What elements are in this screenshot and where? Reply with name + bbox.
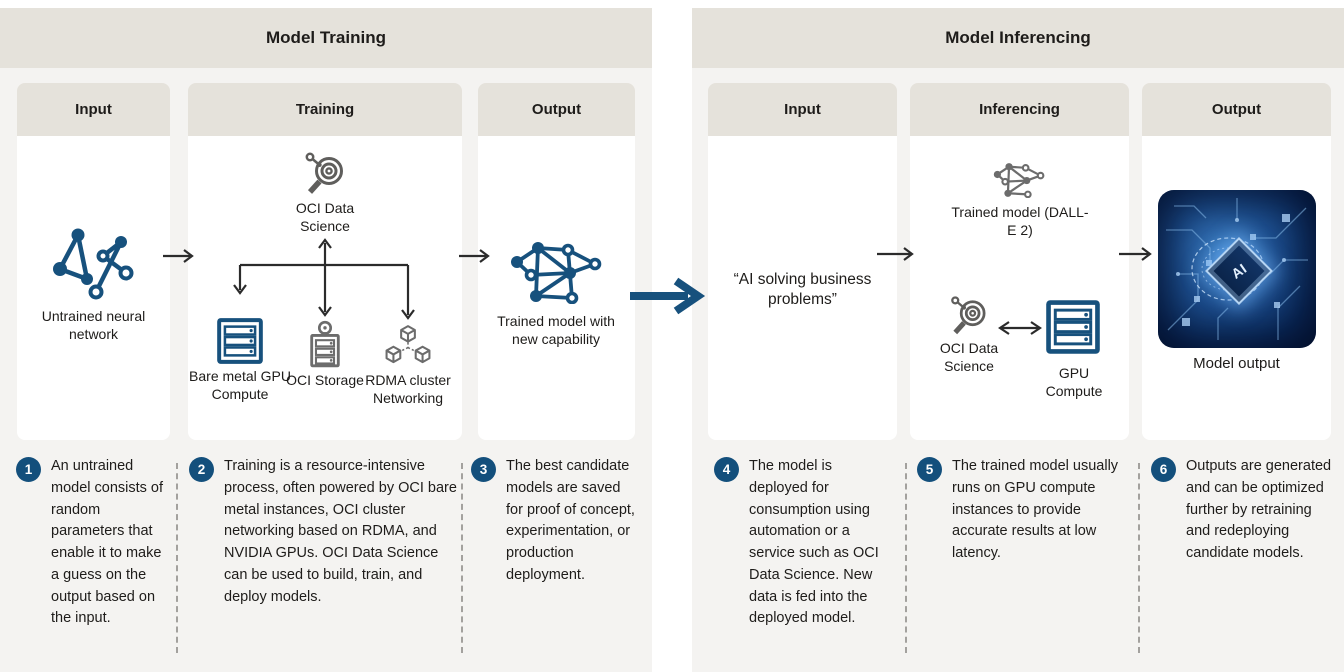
- note-divider: [905, 463, 907, 653]
- training-connector-arrows: [233, 238, 415, 320]
- note-2-badge: 2: [189, 457, 214, 482]
- section-title-inferencing: Model Inferencing: [692, 8, 1344, 68]
- card-training-training: Training OCI Data Science: [188, 83, 462, 440]
- oci-data-science-label: OCI Data Science: [939, 340, 999, 374]
- note-2-text: Training is a resource-intensive process…: [224, 458, 457, 605]
- card-body-training-output: Trained model with new capability: [478, 136, 635, 440]
- bidirectional-arrow-icon: [998, 321, 1042, 335]
- oci-storage-icon: [310, 320, 340, 368]
- panel-model-inferencing: Model Inferencing Input “AI solving busi…: [692, 8, 1344, 672]
- column-header-input: Input: [708, 83, 897, 136]
- note-2: 2 Training is a resource-intensive proce…: [189, 456, 459, 608]
- card-training-input: Input Untrained neural: [17, 83, 170, 440]
- gpu-compute-server-icon: [1046, 300, 1100, 354]
- note-5-text: The trained model usually runs on GPU co…: [952, 458, 1119, 561]
- input-prompt-text: “AI solving business problems”: [733, 271, 872, 309]
- note-6: 6 Outputs are generated and can be optim…: [1151, 456, 1333, 565]
- untrained-network-label: Untrained neural network: [41, 308, 146, 342]
- model-output-image: AI: [1158, 190, 1316, 348]
- card-body-training-input: Untrained neural network: [17, 136, 170, 440]
- bare-metal-label: Bare metal GPU Compute: [189, 368, 291, 402]
- note-3: 3 The best candidate models are saved fo…: [471, 456, 641, 587]
- column-header-training: Training: [188, 83, 462, 136]
- card-inferencing-output: Output: [1142, 83, 1331, 440]
- card-body-training-training: OCI Data Science: [188, 136, 462, 440]
- note-5: 5 The trained model usually runs on GPU …: [917, 456, 1131, 565]
- note-6-text: Outputs are generated and can be optimiz…: [1186, 458, 1332, 561]
- note-divider: [461, 463, 463, 653]
- note-1: 1 An untrained model consists of random …: [16, 456, 166, 630]
- note-4-badge: 4: [714, 457, 739, 482]
- trained-model-dalle-label: Trained model (DALL-E 2): [951, 204, 1089, 238]
- oci-data-science-icon: [305, 152, 343, 194]
- note-4: 4 The model is deployed for consumption …: [714, 456, 894, 630]
- oci-data-science-icon: [951, 296, 986, 335]
- note-1-text: An untrained model consists of random pa…: [51, 458, 164, 627]
- rdma-label: RDMA cluster Networking: [365, 372, 451, 406]
- bare-metal-server-icon: [217, 318, 263, 364]
- section-title-training: Model Training: [0, 8, 652, 68]
- card-body-inferencing-input: “AI solving business problems”: [708, 136, 897, 440]
- card-training-output: Output: [478, 83, 635, 440]
- trained-model-gray-icon: [993, 163, 1045, 198]
- gpu-compute-label: GPU Compute: [1045, 365, 1103, 399]
- note-5-badge: 5: [917, 457, 942, 482]
- note-1-badge: 1: [16, 457, 41, 482]
- card-body-inferencing-output: AI Model output: [1142, 136, 1331, 440]
- rdma-cubes-icon: [385, 325, 431, 364]
- arrow-inferencing-to-output: [1119, 247, 1152, 261]
- note-3-text: The best candidate models are saved for …: [506, 458, 635, 583]
- arrow-input-to-training: [163, 249, 194, 263]
- untrained-network-icon: [53, 228, 134, 300]
- note-6-badge: 6: [1151, 457, 1176, 482]
- arrow-input-to-inferencing: [877, 247, 914, 261]
- trained-model-label: Trained model with new capability: [497, 313, 615, 347]
- trained-network-icon: [511, 242, 602, 304]
- note-4-text: The model is deployed for consumption us…: [749, 458, 879, 627]
- column-header-output: Output: [478, 83, 635, 136]
- oci-storage-label: OCI Storage: [286, 372, 364, 388]
- arrow-training-to-inferencing: [630, 277, 706, 315]
- card-inferencing-inferencing: Inferencing: [910, 83, 1129, 440]
- column-header-inferencing: Inferencing: [910, 83, 1129, 136]
- column-header-input: Input: [17, 83, 170, 136]
- note-divider: [176, 463, 178, 653]
- model-output-label: Model output: [1193, 355, 1280, 372]
- panel-model-training: Model Training Input: [0, 8, 652, 672]
- card-inferencing-input: Input “AI solving business problems”: [708, 83, 897, 440]
- note-3-badge: 3: [471, 457, 496, 482]
- column-header-output: Output: [1142, 83, 1331, 136]
- oci-data-science-label: OCI Data Science: [295, 200, 355, 234]
- arrow-training-to-output: [459, 249, 490, 263]
- card-body-inferencing-inferencing: Trained model (DALL-E 2): [910, 136, 1129, 440]
- note-divider: [1138, 463, 1140, 653]
